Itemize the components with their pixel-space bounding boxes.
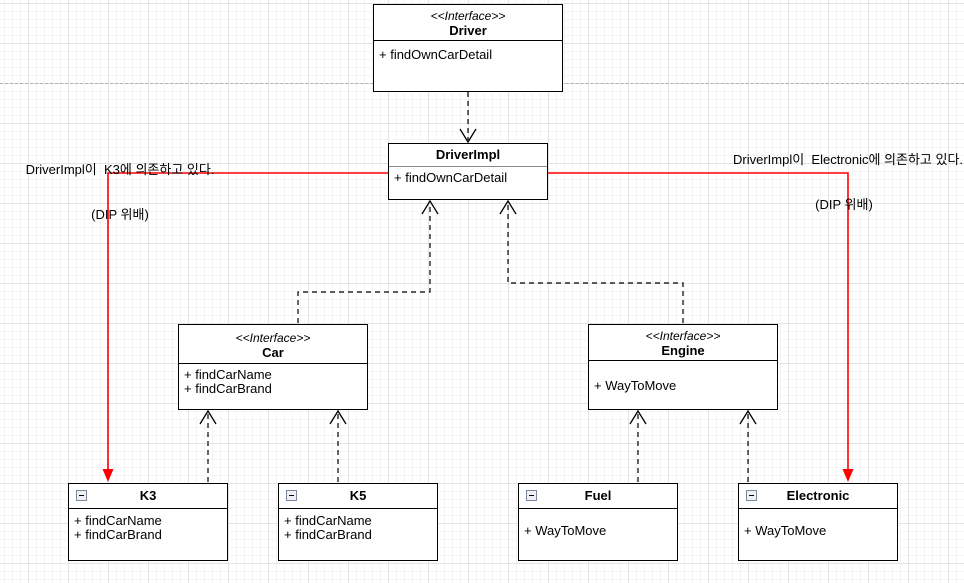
- method-label: + findCarName: [74, 513, 162, 528]
- class-name: K5: [349, 488, 367, 503]
- class-name: DriverImpl: [435, 147, 501, 162]
- note-line: DriverImpl이 K3에 의존하고 있다.: [25, 162, 215, 177]
- class-fuel-header: Fuel: [519, 484, 677, 509]
- edge-engine-driverimpl[interactable]: [499, 199, 684, 323]
- stereotype-label: <<Interface>>: [430, 9, 506, 23]
- class-driver[interactable]: <<Interface>> Driver + findOwnCarDetail: [373, 4, 563, 92]
- class-name: Engine: [661, 343, 705, 358]
- class-driverimpl-body: + findOwnCarDetail: [389, 167, 547, 185]
- note-dip-violation-left[interactable]: DriverImpl이 K3에 의존하고 있다. (DIP 위배): [10, 132, 230, 252]
- minus-glyph: [79, 495, 84, 496]
- method-label: + WayToMove: [594, 378, 677, 393]
- edge-k3-car[interactable]: [199, 409, 217, 482]
- class-name: Electronic: [786, 488, 850, 503]
- class-driverimpl[interactable]: DriverImpl + findOwnCarDetail: [388, 143, 548, 200]
- edge-car-driverimpl[interactable]: [297, 199, 439, 323]
- edge-electronic-engine[interactable]: [739, 409, 757, 482]
- method-label: + WayToMove: [744, 523, 827, 538]
- collapse-icon[interactable]: [746, 490, 757, 501]
- class-car-body: + findCarName + findCarBrand: [179, 364, 367, 396]
- class-k3[interactable]: K3 + findCarName + findCarBrand: [68, 483, 228, 561]
- method-label: + findCarBrand: [184, 381, 272, 396]
- class-engine[interactable]: <<Interface>> Engine + WayToMove: [588, 324, 778, 410]
- class-electronic-header: Electronic: [739, 484, 897, 509]
- class-car[interactable]: <<Interface>> Car + findCarName + findCa…: [178, 324, 368, 410]
- method-label: + findOwnCarDetail: [379, 47, 493, 62]
- stereotype-label: <<Interface>>: [645, 329, 721, 343]
- class-name: Driver: [449, 23, 487, 38]
- class-name: Car: [262, 345, 284, 360]
- class-name: Fuel: [584, 488, 612, 503]
- minus-glyph: [749, 495, 754, 496]
- class-driver-body: + findOwnCarDetail: [374, 41, 562, 62]
- class-engine-header: <<Interface>> Engine: [589, 325, 777, 361]
- collapse-icon[interactable]: [76, 490, 87, 501]
- class-k5-header: K5: [279, 484, 437, 509]
- note-line: (DIP 위배): [91, 207, 149, 222]
- method-label: + findCarBrand: [74, 527, 162, 542]
- method-label: + WayToMove: [524, 523, 607, 538]
- method-label: + findCarBrand: [284, 527, 372, 542]
- note-dip-violation-right[interactable]: DriverImpl이 Electronic에 의존하고 있다. (DIP 위배…: [733, 122, 964, 242]
- edge-fuel-engine[interactable]: [629, 409, 647, 482]
- class-fuel[interactable]: Fuel + WayToMove: [518, 483, 678, 561]
- edge-k5-car[interactable]: [329, 409, 347, 482]
- note-line: DriverImpl이 Electronic에 의존하고 있다.: [733, 152, 964, 167]
- method-label: + findCarName: [184, 367, 272, 382]
- class-k5[interactable]: K5 + findCarName + findCarBrand: [278, 483, 438, 561]
- class-car-header: <<Interface>> Car: [179, 325, 367, 364]
- edge-driverimpl-k3-red[interactable]: [102, 172, 389, 482]
- class-k3-body: + findCarName + findCarBrand: [69, 509, 227, 542]
- minus-glyph: [529, 495, 534, 496]
- class-k3-header: K3: [69, 484, 227, 509]
- class-engine-body: + WayToMove: [589, 361, 777, 393]
- note-line: (DIP 위배): [815, 197, 873, 212]
- minus-glyph: [289, 495, 294, 496]
- method-label: + findCarName: [284, 513, 372, 528]
- class-electronic-body: + WayToMove: [739, 509, 897, 538]
- class-fuel-body: + WayToMove: [519, 509, 677, 538]
- stereotype-label: <<Interface>>: [235, 331, 311, 345]
- edge-driver-driverimpl[interactable]: [459, 92, 477, 144]
- collapse-icon[interactable]: [286, 490, 297, 501]
- class-driverimpl-header: DriverImpl: [389, 144, 547, 167]
- class-name: K3: [139, 488, 157, 503]
- class-electronic[interactable]: Electronic + WayToMove: [738, 483, 898, 561]
- class-k5-body: + findCarName + findCarBrand: [279, 509, 437, 542]
- collapse-icon[interactable]: [526, 490, 537, 501]
- class-driver-header: <<Interface>> Driver: [374, 5, 562, 41]
- edge-driverimpl-electronic-red[interactable]: [548, 172, 854, 482]
- method-label: + findOwnCarDetail: [394, 170, 508, 185]
